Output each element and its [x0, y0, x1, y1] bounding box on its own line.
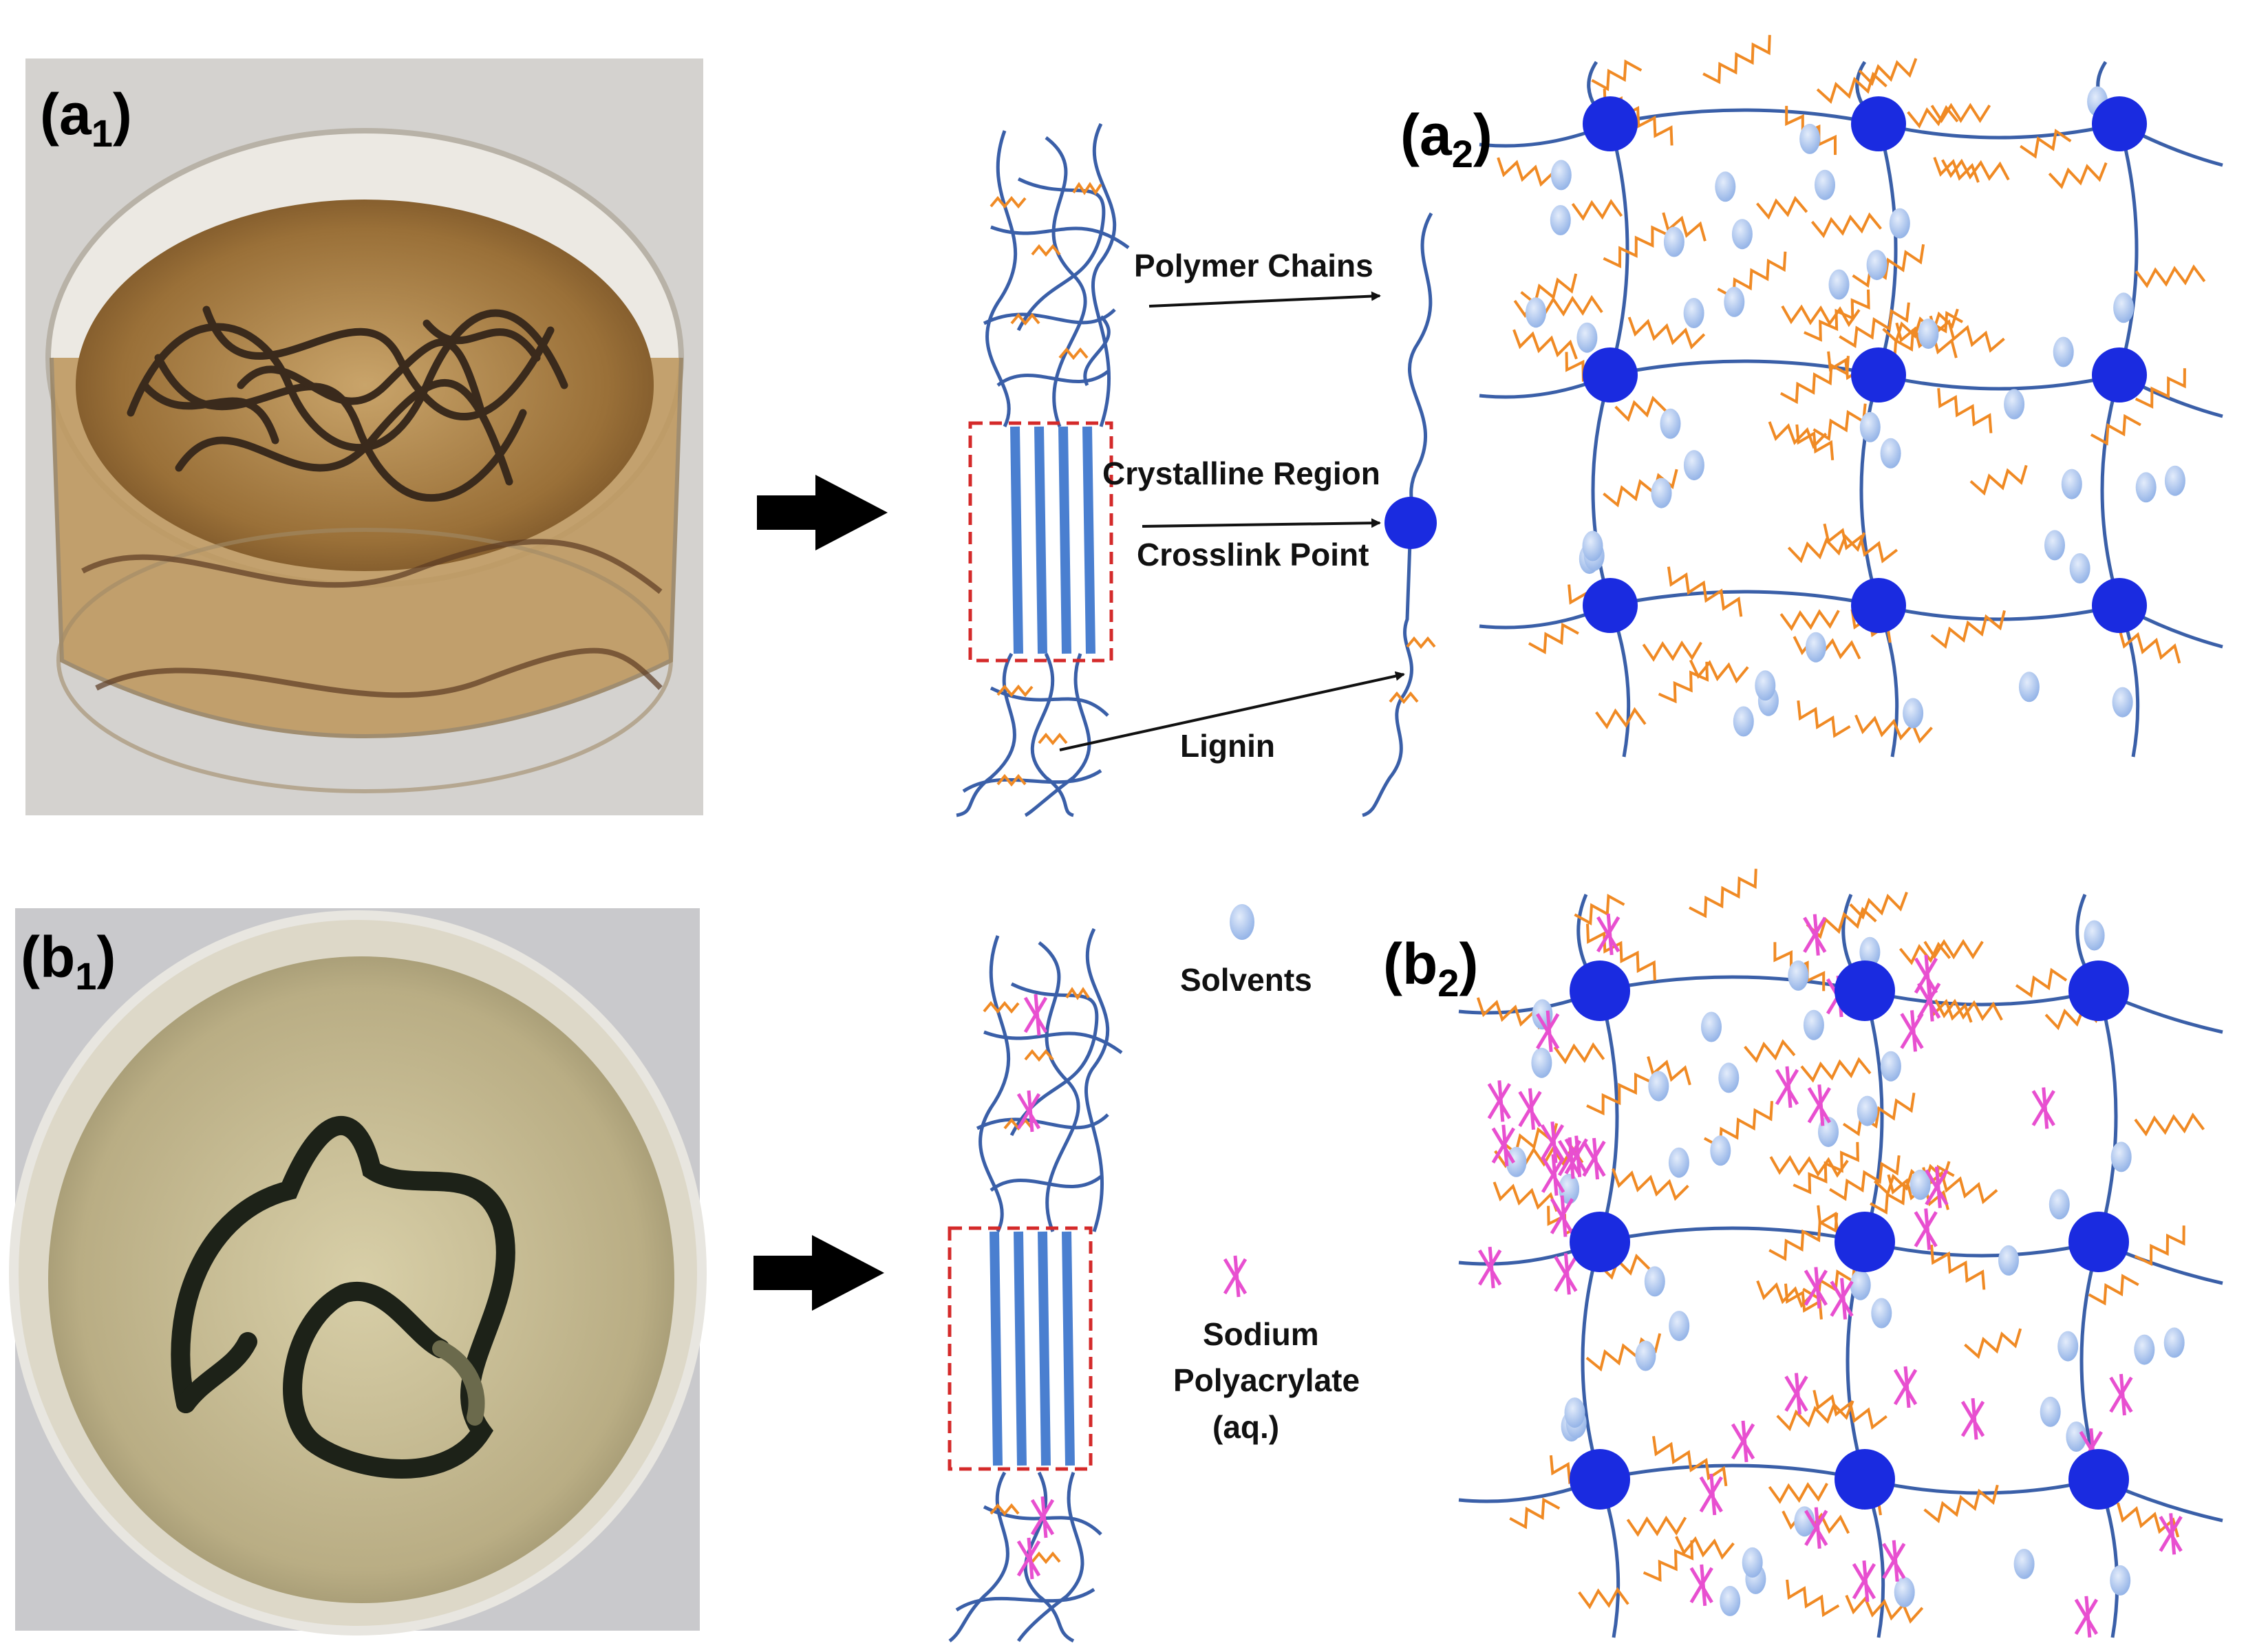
- crosslink-node: [1570, 1449, 1630, 1510]
- crosslink-node: [1583, 578, 1638, 633]
- crystalline-region-box-b: [948, 1226, 1093, 1471]
- crosslink-node: [1851, 578, 1906, 633]
- polyacrylate-icon: [1223, 1255, 1248, 1298]
- network-b2: [1458, 868, 2223, 1638]
- label-lignin: Lignin: [1180, 728, 1275, 764]
- lignin-zigzags: [1497, 34, 2206, 744]
- label-aq: (aq.): [1212, 1409, 1279, 1445]
- legend-polyacrylate: Sodium Polyacrylate (aq.): [1173, 1255, 1360, 1445]
- crosslink-node: [1583, 347, 1638, 403]
- solvent-drops: [1526, 86, 2185, 737]
- crosslink-point-marker: [1384, 497, 1437, 549]
- crystalline-region-box: [968, 421, 1113, 663]
- fiber-bundle-b: [948, 927, 1123, 1643]
- single-chain-a: [1362, 212, 1437, 817]
- legend-solvents: Solvents: [1180, 904, 1312, 998]
- label-polymer-chains: Polymer Chains: [1134, 248, 1373, 283]
- chain-lines: [1479, 61, 2223, 758]
- polyacrylate-marks: [1477, 913, 2183, 1638]
- crosslink-node: [1570, 1212, 1630, 1272]
- crosslink-node: [2092, 96, 2147, 151]
- panel-label-a2: (a2): [1400, 103, 1493, 175]
- crosslink-node: [2092, 578, 2147, 633]
- crosslink-node: [2068, 961, 2129, 1021]
- svg-text:(b2): (b2): [1383, 932, 1478, 1005]
- crosslink-node: [2092, 347, 2147, 403]
- fiber-bundle-a: [956, 122, 1130, 817]
- crosslink-nodes: [1583, 96, 2147, 633]
- crosslink-node: [1835, 961, 1895, 1021]
- panel-label-b2: (b2): [1383, 932, 1478, 1005]
- network-a2: [1479, 34, 2223, 758]
- crosslink-node: [1835, 1449, 1895, 1510]
- crosslink-nodes: [1570, 961, 2129, 1510]
- label-polyacrylate: Polyacrylate: [1173, 1362, 1360, 1398]
- annotation-arrows-a: [1059, 291, 1405, 751]
- crosslink-node: [2068, 1212, 2129, 1272]
- crosslink-node: [1851, 96, 1906, 151]
- crosslink-node: [1851, 347, 1906, 403]
- fiber-tangle: [127, 305, 568, 502]
- crosslink-node: [2068, 1449, 2129, 1510]
- solvent-drops: [1506, 920, 2185, 1616]
- photo-b1: [9, 908, 707, 1635]
- process-arrow-a: [757, 475, 888, 550]
- label-solvents: Solvents: [1180, 962, 1312, 998]
- panel-label-a1: (a1): [40, 82, 132, 155]
- label-crystalline-region: Crystalline Region: [1102, 455, 1380, 491]
- svg-text:(b1): (b1): [21, 925, 116, 998]
- label-sodium: Sodium: [1203, 1316, 1319, 1352]
- solvent-drop-icon: [1230, 904, 1254, 940]
- svg-text:(a1): (a1): [40, 82, 132, 155]
- fiber-loop: [171, 1115, 515, 1479]
- label-crosslink-point: Crosslink Point: [1137, 537, 1369, 572]
- process-arrow-b: [753, 1235, 884, 1311]
- crosslink-node: [1583, 96, 1638, 151]
- svg-text:(a2): (a2): [1400, 103, 1493, 175]
- crosslink-node: [1570, 961, 1630, 1021]
- crosslink-node: [1835, 1212, 1895, 1272]
- panel-label-b1: (b1): [21, 925, 116, 998]
- photo-a1: [25, 58, 703, 815]
